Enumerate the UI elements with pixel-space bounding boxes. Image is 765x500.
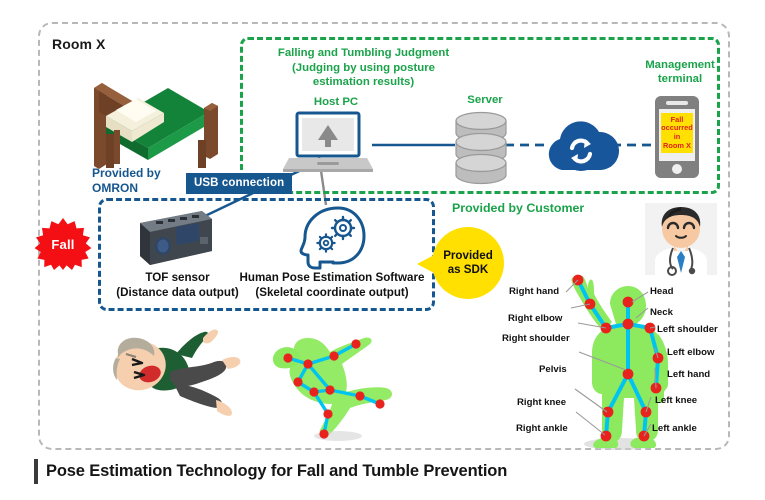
- room-label: Room X: [52, 36, 106, 52]
- joint-label-right-hand: Right hand: [509, 286, 560, 297]
- room-boundary: [38, 22, 730, 450]
- phone-alert-screen: Fall occurred in Room X: [661, 113, 693, 153]
- judgment-zone-boundary: [240, 37, 720, 194]
- fall-alert-burst: Fall: [34, 218, 92, 270]
- joint-label-left-shoulder: Left shoulder: [657, 324, 718, 335]
- phone-alert-line-3: in: [673, 132, 681, 141]
- phone-alert-line-4: Room X: [663, 140, 691, 150]
- judgment-title-line-1: Falling and Tumbling Judgment: [277, 47, 450, 59]
- joint-label-head: Head: [650, 286, 674, 297]
- host-pc-label: Host PC: [313, 96, 359, 108]
- usb-connection-label: USB connection: [186, 173, 293, 194]
- joint-label-left-knee: Left knee: [655, 395, 698, 406]
- fall-burst-label: Fall: [51, 236, 75, 252]
- sdk-line-2: as SDK: [447, 263, 489, 276]
- phone-alert-line-2: occurred: [661, 123, 693, 133]
- joint-label-right-elbow: Right elbow: [508, 313, 563, 324]
- judgment-title-line-3: estimation results): [312, 76, 415, 88]
- omron-label-line-2: OMRON: [92, 180, 138, 195]
- joint-label-right-knee: Right knee: [517, 397, 567, 408]
- joint-label-right-ankle: Right ankle: [516, 423, 568, 434]
- tof-label-line-1: TOF sensor: [145, 271, 210, 284]
- pose-software-label: Human Pose Estimation Software (Skeletal…: [232, 270, 432, 300]
- tof-sensor-label: TOF sensor (Distance data output): [110, 270, 245, 300]
- joint-label-left-ankle: Left ankle: [652, 423, 697, 434]
- management-terminal-line-1: Management: [645, 59, 715, 71]
- customer-provider-label: Provided by Customer: [452, 201, 585, 215]
- sdk-line-1: Provided: [443, 248, 493, 262]
- software-label-line-2: (Skeletal coordinate output): [255, 286, 409, 299]
- tof-label-line-2: (Distance data output): [116, 286, 239, 299]
- judgment-zone-title: Falling and Tumbling Judgment (Judging b…: [256, 46, 471, 90]
- server-label: Server: [467, 94, 503, 106]
- caption-accent-bar: [34, 459, 38, 484]
- judgment-title-line-2: (Judging by using posture: [291, 61, 435, 74]
- starburst-shape: [34, 218, 92, 270]
- sdk-callout-bubble: Provided as SDK: [417, 227, 504, 299]
- phone-alert-line-1: Fall: [670, 114, 684, 124]
- software-label-line-1: Human Pose Estimation Software: [239, 271, 425, 284]
- joint-label-left-hand: Left hand: [667, 369, 711, 380]
- omron-provider-label: Provided by OMRON: [92, 166, 161, 195]
- management-terminal-line-2: terminal: [657, 73, 703, 85]
- joint-label-pelvis: Pelvis: [539, 364, 567, 375]
- sdk-callout-text: Provided as SDK: [432, 227, 504, 299]
- joint-label-right-shoulder: Right shoulder: [502, 333, 570, 344]
- joint-label-neck: Neck: [650, 307, 673, 318]
- page-title: Pose Estimation Technology for Fall and …: [46, 462, 508, 480]
- omron-label-line-1: Provided by: [92, 166, 161, 180]
- joint-label-left-elbow: Left elbow: [667, 347, 715, 358]
- management-terminal-label: Management terminal: [615, 58, 745, 86]
